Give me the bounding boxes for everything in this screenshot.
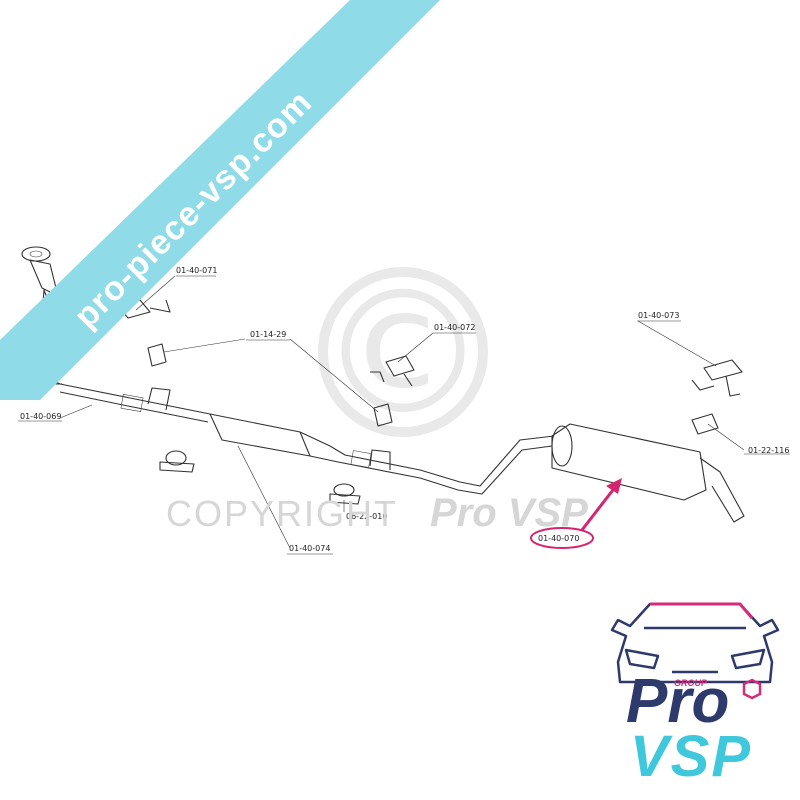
copyright-watermark: © (318, 255, 488, 453)
copyright-text-watermark: COPYRIGHT Pro VSP (166, 491, 588, 535)
copyright-brand: Pro VSP (430, 491, 588, 535)
logo-vsp-text: VSP (630, 724, 752, 789)
part-label-01-40-074: 01-40-074 (289, 544, 330, 553)
leader-lines (59, 275, 745, 549)
highlight-arrow (580, 485, 618, 531)
clamp-middle (329, 483, 361, 505)
logo-group-text: GROUP (674, 678, 708, 688)
pipe-hook (147, 387, 171, 411)
front-pipe (47, 377, 211, 415)
rubber-mount-left (147, 343, 167, 367)
car-outline-icon (610, 602, 780, 684)
rubber-mount-rear (691, 413, 719, 435)
part-label-01-40-069: 01-40-069 (20, 412, 61, 421)
copyright-symbol: © (318, 255, 488, 453)
part-label-01-40-073: 01-40-073 (638, 311, 679, 320)
logo-pro-text: Pro (626, 667, 729, 736)
part-label-01-22-116: 01-22-116 (748, 446, 789, 455)
part-label-01-40-071: 01-40-071 (176, 266, 217, 275)
pipe-hook-2 (369, 449, 391, 470)
rubber-mount-mid (373, 403, 393, 427)
site-banner-text: pro-piece-vsp.com (67, 83, 320, 336)
highlighted-part: 01-40-070 (530, 478, 622, 549)
highlight-ellipse (530, 527, 594, 549)
part-labels: 01-40-071 01-14-29 01-40-072 01-40-073 0… (18, 266, 790, 555)
clamp-left (159, 450, 195, 473)
part-label-01-14-29: 01-14-29 (250, 330, 286, 339)
hanger-072 (370, 355, 415, 387)
kickup-pipe (459, 435, 555, 487)
part-label-06-22-010: 06-22-010 (346, 512, 387, 521)
hanger-073 (691, 359, 743, 397)
part-label-01-40-072: 01-40-072 (434, 323, 475, 332)
copyright-word: COPYRIGHT (166, 493, 398, 534)
middle-silencer (209, 413, 311, 457)
provsp-logo: GROUP Pro VSP (610, 602, 780, 789)
rear-silencer (551, 423, 707, 501)
part-label-01-40-070: 01-40-070 (538, 534, 579, 543)
bolt-icon (742, 678, 762, 700)
